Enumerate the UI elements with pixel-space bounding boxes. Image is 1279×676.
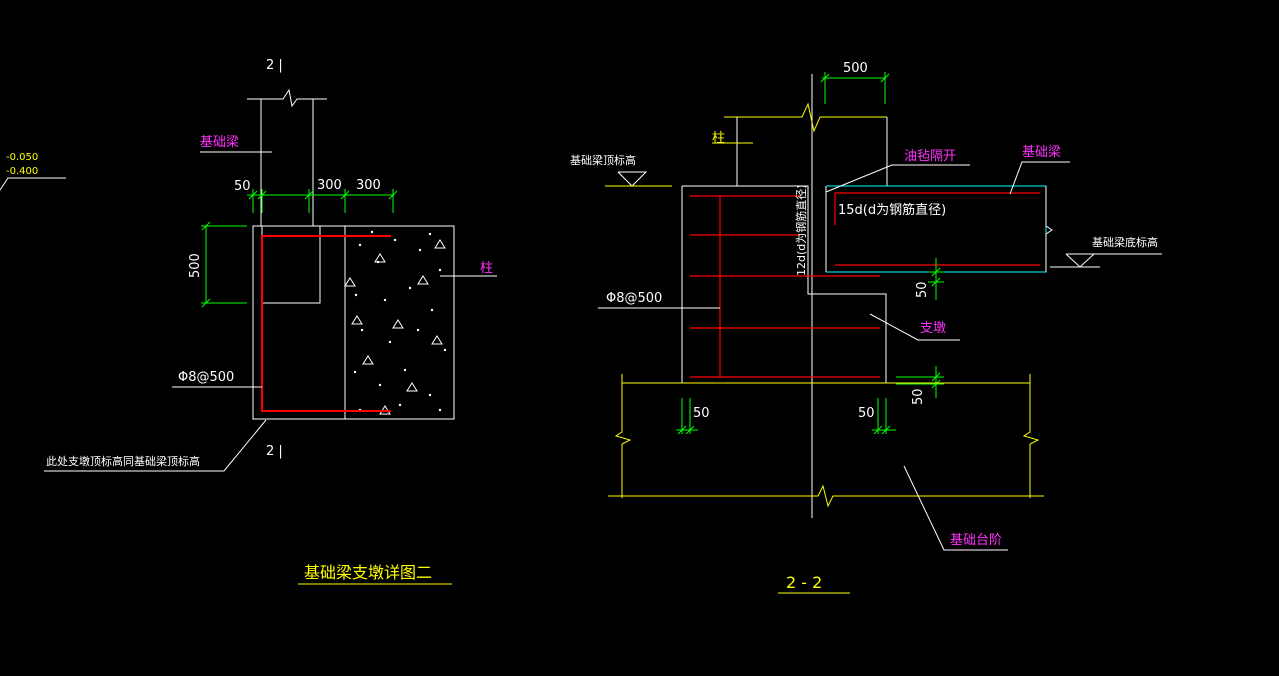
footing-right-break	[1022, 374, 1040, 498]
pier-label-leader	[869, 313, 960, 341]
pier-note-leader	[44, 419, 267, 472]
pier-outline	[252, 225, 455, 420]
anchor-15d-label: 15d(d为钢筋直径)	[838, 202, 946, 218]
column-concrete-hatch	[344, 230, 447, 415]
dim-50-right-group	[928, 258, 944, 300]
footing-label-leader	[903, 465, 1008, 551]
dim-300-a-label: 300	[317, 178, 342, 193]
pier-label: 支墩	[920, 321, 946, 336]
beam-break-line	[1045, 186, 1053, 272]
elevation-marker-line	[0, 177, 66, 191]
beam-label: 基础梁	[1022, 145, 1061, 160]
beam-bottom-elev-label: 基础梁底标高	[1092, 235, 1158, 249]
dim-50-right-label: 50	[915, 281, 930, 298]
left-detail: 2 | 2 | 基础梁 50 300 300	[44, 58, 497, 585]
dim-50-bottom-right-group	[896, 366, 944, 398]
pier-note: 此处支墩顶标高同基础梁顶标高	[46, 454, 200, 468]
rebar-label: Φ8@500	[178, 370, 234, 385]
section-mark-bottom: 2 |	[266, 444, 283, 459]
elevation-marker: -0.050 -0.400	[0, 152, 66, 191]
dim-50-left-label: 50	[693, 406, 710, 421]
felt-label: 油毡隔开	[904, 149, 956, 164]
beam-label: 基础梁	[200, 135, 239, 150]
dim-50-bottom-group	[676, 398, 896, 435]
column-break-line	[247, 88, 327, 108]
elevation-bottom-label: -0.400	[6, 166, 38, 177]
pier-rebar-group	[690, 195, 880, 378]
dim-500-top-group	[820, 72, 890, 104]
beam-top-elev-marker	[617, 171, 648, 187]
dim-50-label: 50	[234, 179, 251, 194]
dim-50-bottom-right-label: 50	[911, 388, 926, 405]
pier-rebar	[261, 235, 391, 412]
beam-top-elev-label: 基础梁顶标高	[570, 153, 636, 167]
dim-50-mid-label: 50	[858, 406, 875, 421]
footing-label: 基础台阶	[950, 533, 1002, 548]
dim-500-vertical-label: 500	[188, 253, 203, 278]
beam-label-leader	[1009, 161, 1070, 195]
column-break-line	[724, 102, 887, 133]
dim-vertical-group	[201, 221, 247, 308]
beam-bottom-elev-marker	[1065, 253, 1096, 268]
beam-notch	[261, 226, 321, 304]
section-title: 2 - 2	[786, 573, 822, 592]
dim-300-b-label: 300	[356, 178, 381, 193]
section-mark-top: 2 |	[266, 58, 283, 73]
rebar-label: Φ8@500	[606, 291, 662, 306]
dim-500-top-label: 500	[843, 61, 868, 76]
right-section: 500 柱 基础梁顶标高 油毡隔开 基础	[570, 61, 1162, 594]
footing-bottom-line	[608, 484, 1044, 508]
anchor-12d-label: 12d(d为钢筋直径)	[794, 184, 808, 276]
column-label: 柱	[712, 131, 725, 146]
footing-left-break	[614, 374, 632, 498]
elevation-top-label: -0.050	[6, 152, 38, 163]
dim-top-group	[247, 189, 398, 213]
column-label: 柱	[480, 261, 493, 276]
left-detail-title: 基础梁支墩详图二	[304, 563, 432, 582]
felt-leader	[825, 164, 970, 193]
